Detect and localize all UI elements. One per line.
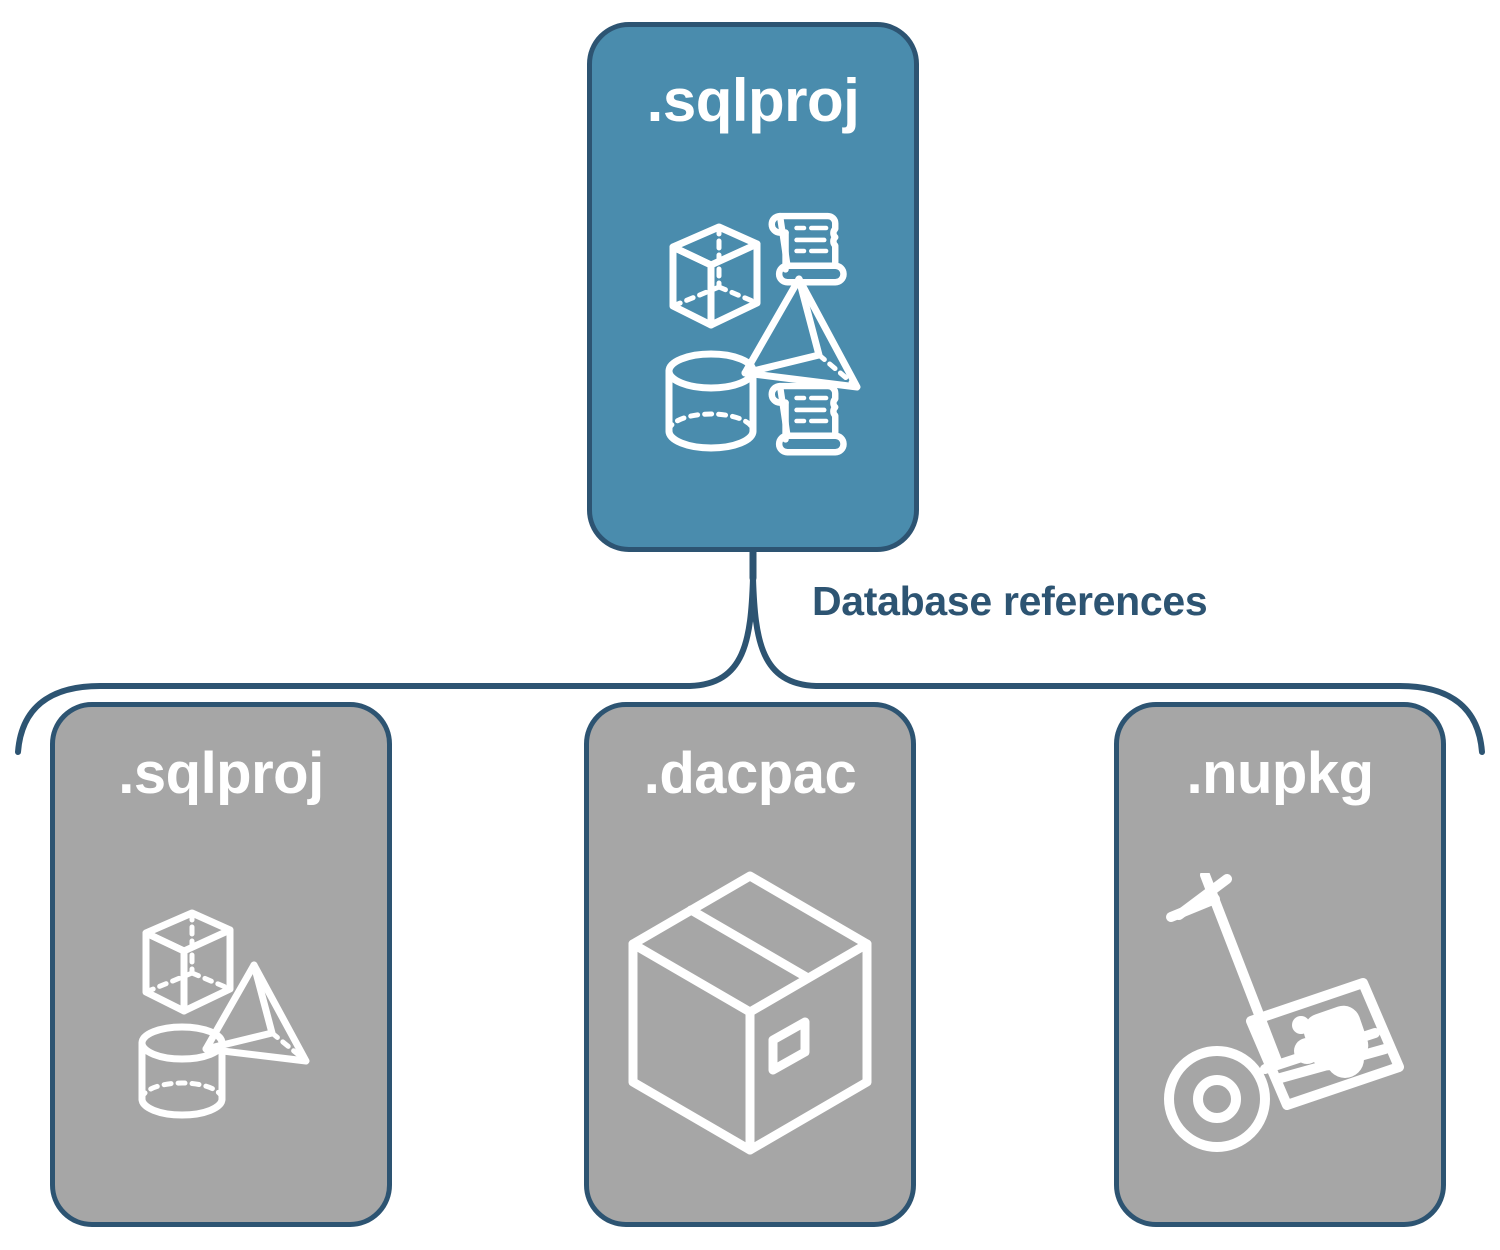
node-card-nupkg[interactable]: .nupkg [1114, 702, 1446, 1227]
cylinder-icon [138, 1023, 226, 1118]
pyramid-icon [741, 275, 861, 391]
scroll-icon-upper [768, 212, 847, 286]
node-card-dacpac[interactable]: .dacpac [584, 702, 916, 1227]
nuget-logo-mark [1292, 1005, 1369, 1078]
connector-label: Database references [812, 578, 1208, 624]
node-title-sqlproj-source: .sqlproj [646, 67, 860, 134]
node-card-sqlproj-target[interactable]: .sqlproj [50, 702, 392, 1227]
node-icon-group-dacpac [589, 803, 911, 1222]
cylinder-icon [665, 350, 757, 452]
pyramid-icon [202, 961, 310, 1064]
package-box-icon [628, 871, 872, 1154]
node-icon-group-sqlproj-target [55, 813, 387, 1222]
cube-icon [142, 909, 234, 1014]
node-icon-group-source [592, 121, 914, 547]
cube-icon [669, 223, 761, 329]
node-icon-group-nupkg [1119, 803, 1441, 1222]
scroll-icon-lower [768, 382, 847, 456]
node-title-dacpac: .dacpac [643, 741, 857, 806]
node-card-sqlproj-source[interactable]: .sqlproj [587, 22, 919, 552]
hand-truck-nuget-icon [1164, 872, 1404, 1152]
node-title-nupkg: .nupkg [1186, 741, 1374, 806]
database-objects-icon-group [665, 212, 861, 456]
database-objects-icon-group [138, 909, 310, 1118]
node-title-sqlproj-target: .sqlproj [118, 741, 324, 806]
